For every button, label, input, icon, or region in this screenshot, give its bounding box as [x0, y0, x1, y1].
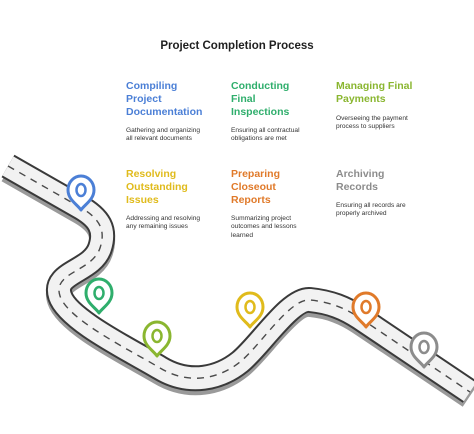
step-closeout-reports: Preparing Closeout Reports Summarizing p… — [231, 168, 341, 240]
location-pin-icon — [351, 291, 381, 329]
step-description: Overseeing the payment process to suppli… — [336, 115, 408, 131]
location-pin-icon — [84, 277, 114, 315]
location-pin-icon — [235, 291, 265, 329]
location-pin-icon — [142, 320, 172, 358]
location-pin-icon — [66, 174, 96, 212]
step-final-payments: Managing Final Payments Overseeing the p… — [336, 80, 456, 132]
step-title: Resolving Outstanding Issues — [126, 168, 188, 206]
step-title: Preparing Closeout Reports — [231, 168, 281, 206]
step-description: Ensuring all contractual obligations are… — [231, 127, 300, 143]
step-description: Summarizing project outcomes and lessons… — [231, 215, 297, 239]
road-center-line — [7, 165, 471, 393]
step-final-inspections: Conducting Final Inspections Ensuring al… — [231, 80, 341, 144]
step-title: Compiling Project Documentation — [126, 80, 203, 118]
step-title: Managing Final Payments — [336, 80, 413, 105]
diagram-title: Project Completion Process — [160, 40, 314, 52]
location-pin-icon — [409, 331, 439, 369]
step-resolving-issues: Resolving Outstanding Issues Addressing … — [126, 168, 236, 232]
step-compiling-documentation: Compiling Project Documentation Gatherin… — [126, 80, 236, 144]
step-description: Gathering and organizing all relevant do… — [126, 127, 201, 143]
step-archiving-records: Archiving Records Ensuring all records a… — [336, 168, 446, 219]
step-title: Conducting Final Inspections — [231, 80, 290, 118]
step-description: Addressing and resolving any remaining i… — [126, 215, 201, 231]
step-title: Archiving Records — [336, 168, 385, 193]
step-description: Ensuring all records are properly archiv… — [336, 202, 406, 218]
